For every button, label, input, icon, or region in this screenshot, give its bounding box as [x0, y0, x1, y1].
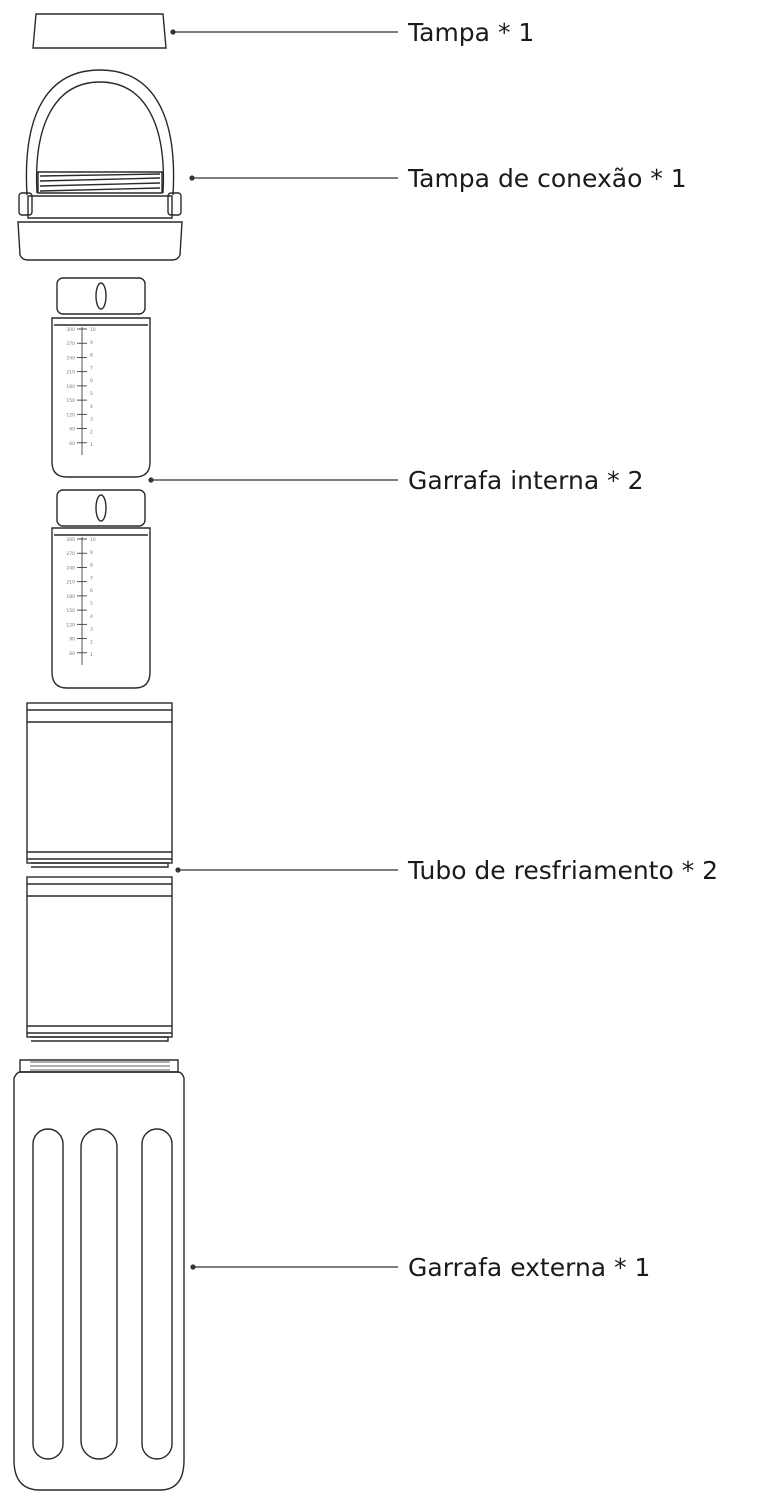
scale-ml-label: 90: [69, 427, 75, 433]
scale-oz-label: 5: [90, 601, 93, 607]
scale-ml-label: 180: [66, 384, 75, 390]
leader-lines: [148, 29, 398, 1270]
scale-oz-label: 4: [90, 404, 93, 410]
scale-oz-label: 2: [90, 429, 93, 435]
lid-label: Tampa * 1: [408, 18, 535, 47]
scale-oz-label: 9: [90, 550, 93, 556]
inner-bottle-2-scale: 300 270 240 210 180 150 120 90 60 10 9 8 7 6 5 4 3 2 1: [66, 537, 96, 665]
lid-drawing: [32, 13, 167, 49]
scale-oz-label: 7: [90, 575, 93, 581]
scale-ml-label: 240: [66, 355, 75, 361]
scale-oz-label: 8: [90, 563, 93, 569]
scale-ml-label: 210: [66, 580, 75, 586]
scale-oz-label: 6: [90, 588, 93, 594]
scale-ml-label: 210: [66, 370, 75, 376]
inner-bottle-label: Garrafa interna * 2: [408, 466, 644, 495]
outer-bottle-drawing: [13, 1059, 185, 1491]
outer-bottle-label: Garrafa externa * 1: [408, 1253, 651, 1282]
scale-ml-label: 300: [66, 537, 75, 543]
scale-oz-label: 1: [90, 652, 93, 658]
inner-bottle-2-drawing: 300 270 240 210 180 150 120 90 60 10 9 8 7 6 5 4 3 2 1: [51, 489, 151, 689]
scale-oz-label: 10: [90, 537, 96, 543]
inner-bottle-1-scale: 300 270 240 210 180 150 120 90 60 10 9 8 7 6 5 4 3 2 1: [66, 327, 96, 455]
scale-ml-label: 180: [66, 594, 75, 600]
scale-ml-label: 270: [66, 341, 75, 347]
cooling-tube-1-drawing: [26, 702, 173, 868]
scale-oz-label: 4: [90, 614, 93, 620]
scale-oz-label: 1: [90, 442, 93, 448]
scale-ml-label: 300: [66, 327, 75, 333]
inner-bottle-1-drawing: 300 270 240 210 180 150 120 90 60 10 9 8 7 6 5 4 3 2 1: [51, 277, 151, 478]
scale-oz-label: 10: [90, 327, 96, 333]
scale-oz-label: 7: [90, 365, 93, 371]
scale-ml-label: 240: [66, 565, 75, 571]
scale-ml-label: 120: [66, 412, 75, 418]
scale-ml-label: 150: [66, 608, 75, 614]
scale-ml-label: 60: [69, 441, 75, 447]
connection-cap-drawing: [17, 69, 183, 261]
scale-oz-label: 8: [90, 353, 93, 359]
scale-ml-label: 60: [69, 651, 75, 657]
scale-oz-label: 3: [90, 417, 93, 423]
scale-ml-label: 270: [66, 551, 75, 557]
scale-oz-label: 2: [90, 639, 93, 645]
scale-ml-label: 120: [66, 622, 75, 628]
scale-ml-label: 90: [69, 637, 75, 643]
cooling-tube-label: Tubo de resfriamento * 2: [408, 856, 719, 885]
scale-oz-label: 6: [90, 378, 93, 384]
scale-oz-label: 5: [90, 391, 93, 397]
scale-ml-label: 150: [66, 398, 75, 404]
connection-cap-label: Tampa de conexão * 1: [408, 164, 687, 193]
scale-oz-label: 3: [90, 627, 93, 633]
scale-oz-label: 9: [90, 340, 93, 346]
cooling-tube-2-drawing: [26, 876, 173, 1042]
